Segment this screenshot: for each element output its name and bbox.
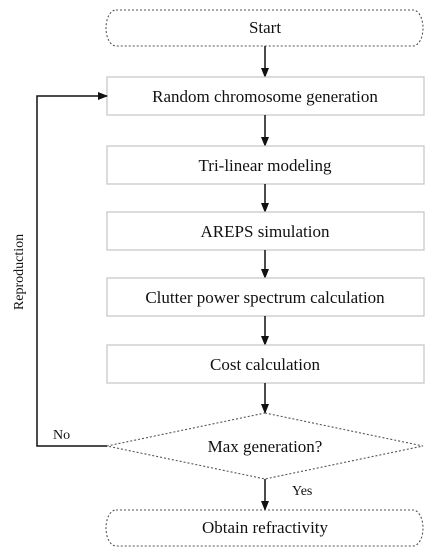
clutter-label: Clutter power spectrum calculation <box>145 288 385 307</box>
areps-box <box>106 211 425 251</box>
yes-label: Yes <box>292 484 312 499</box>
start-label: Start <box>249 18 281 37</box>
clutter-box <box>106 277 425 317</box>
random-chromosome-label: Random chromosome generation <box>152 87 378 106</box>
random-chromosome-node: Random chromosome generation <box>106 76 425 116</box>
trilinear-label: Tri-linear modeling <box>199 156 332 175</box>
cost-label: Cost calculation <box>210 355 321 374</box>
max-generation-diamond <box>106 412 424 480</box>
trilinear-node: Tri-linear modeling <box>106 145 425 185</box>
trilinear-box <box>106 145 425 185</box>
areps-label: AREPS simulation <box>201 222 330 241</box>
obtain-terminal-shape <box>105 509 424 547</box>
cost-node: Cost calculation <box>106 344 425 384</box>
no-label: No <box>53 428 70 443</box>
random-chromosome-box <box>106 76 425 116</box>
max-generation-node: Max generation? <box>106 412 424 480</box>
edge-no-feedback-loop <box>36 92 108 447</box>
max-generation-label: Max generation? <box>208 437 323 456</box>
start-node: Start <box>105 9 424 47</box>
start-terminal-shape <box>105 9 424 47</box>
clutter-node: Clutter power spectrum calculation <box>106 277 425 317</box>
areps-node: AREPS simulation <box>106 211 425 251</box>
reproduction-label: Reproduction <box>12 234 27 310</box>
obtain-refractivity-node: Obtain refractivity <box>105 509 424 547</box>
obtain-refractivity-label: Obtain refractivity <box>202 518 329 537</box>
